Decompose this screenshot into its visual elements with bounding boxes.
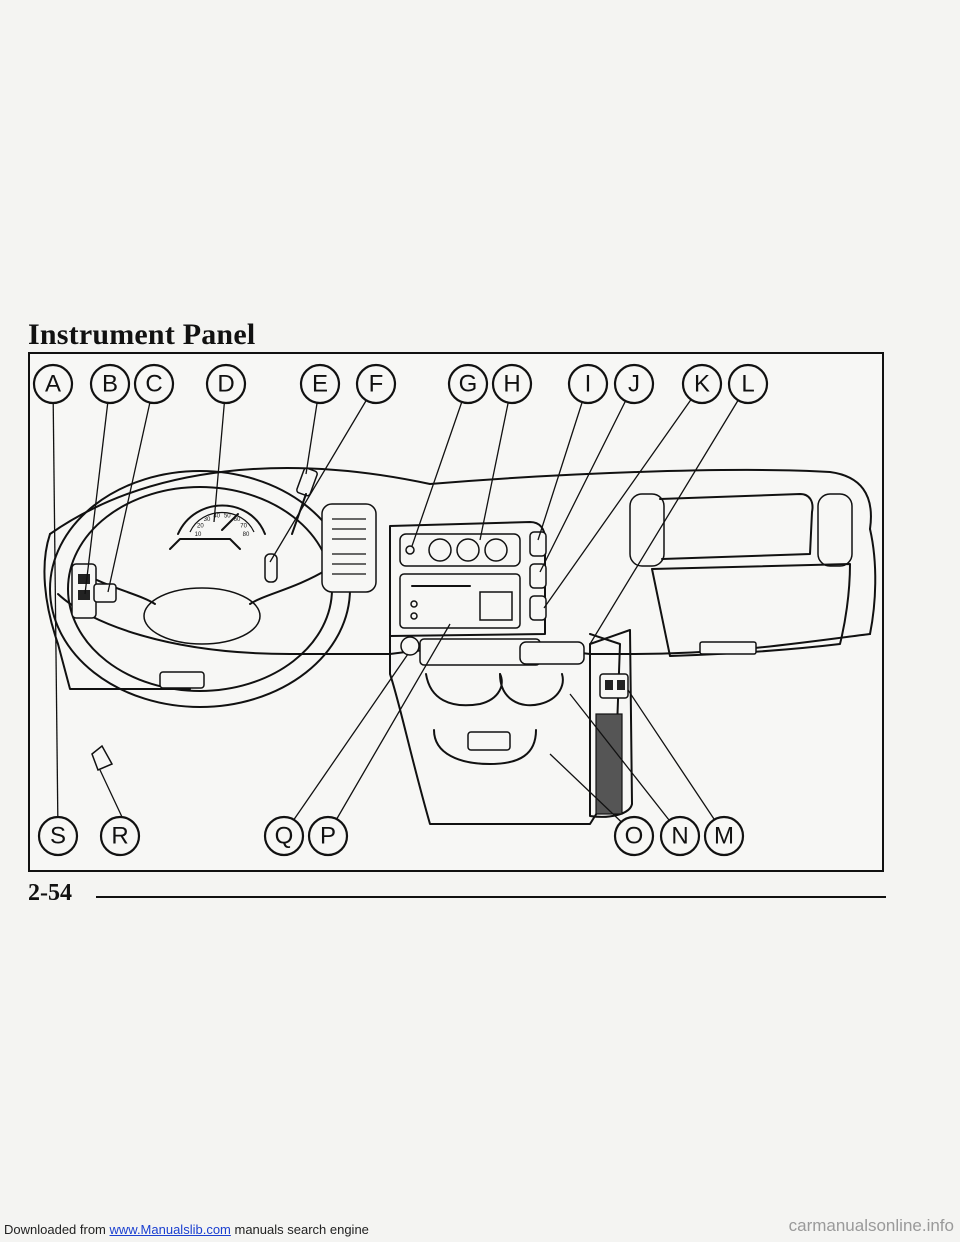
callout-p: P bbox=[320, 823, 336, 850]
dashboard-right-end bbox=[869, 528, 877, 635]
page-number: 2-54 bbox=[28, 880, 72, 906]
leader-lines bbox=[52, 383, 749, 835]
lighter-outlet bbox=[400, 636, 420, 656]
steering-wheel bbox=[49, 470, 351, 708]
callout-f: F bbox=[369, 371, 384, 398]
callout-l: L bbox=[741, 371, 754, 398]
callout-i: I bbox=[585, 371, 592, 398]
callout-k: K bbox=[694, 371, 710, 398]
callout-n: N bbox=[671, 823, 688, 850]
multifunction-lever bbox=[291, 467, 318, 535]
callout-g: G bbox=[459, 371, 478, 398]
callout-b: B bbox=[102, 371, 118, 398]
instrument-panel-figure: A B C D E F G H I J K L S R Q P O N M 10… bbox=[28, 352, 884, 872]
page-rule bbox=[96, 896, 886, 898]
speedometer-mark: 30 bbox=[204, 517, 211, 523]
right-console-pod bbox=[589, 629, 633, 818]
ignition-switch bbox=[264, 553, 278, 583]
callout-h: H bbox=[503, 371, 520, 398]
callout-s: S bbox=[50, 823, 66, 850]
speedometer-mark: 40 bbox=[213, 513, 220, 519]
center-stack bbox=[389, 521, 546, 637]
callout-m: M bbox=[714, 823, 734, 850]
footer-prefix: Downloaded from bbox=[4, 1222, 110, 1237]
page-title: Instrument Panel bbox=[28, 318, 256, 351]
download-footer: Downloaded from www.Manualslib.com manua… bbox=[4, 1222, 369, 1237]
callout-e: E bbox=[312, 371, 328, 398]
speedometer-mark: 10 bbox=[195, 532, 202, 538]
parking-brake-release bbox=[159, 671, 205, 689]
left-switch-pod bbox=[71, 563, 117, 619]
speedometer bbox=[177, 504, 266, 535]
callout-labels-bottom: S R Q P O N M bbox=[37, 815, 745, 857]
right-vents bbox=[629, 493, 853, 567]
dashboard-left-end bbox=[43, 533, 191, 690]
speedometer-mark: 60 bbox=[234, 517, 241, 523]
speedometer-mark: 70 bbox=[240, 524, 247, 530]
center-left-vent bbox=[321, 503, 377, 593]
watermark: carmanualsonline.info bbox=[788, 1216, 954, 1235]
callout-j: J bbox=[628, 371, 640, 398]
speedometer-mark: 50 bbox=[224, 513, 231, 519]
speedometer-mark: 80 bbox=[243, 532, 250, 538]
callout-o: O bbox=[625, 823, 644, 850]
speedometer-mark: 20 bbox=[197, 524, 204, 530]
instrument-panel-illustration: A B C D E F G H I J K L S R Q P O N M 10… bbox=[32, 363, 877, 857]
manualslib-link[interactable]: www.Manualslib.com bbox=[109, 1222, 231, 1237]
dashboard-top-edge bbox=[49, 467, 872, 535]
callout-c: C bbox=[145, 371, 162, 398]
hood-release bbox=[91, 744, 114, 771]
callout-d: D bbox=[217, 371, 234, 398]
center-switch-column bbox=[529, 531, 547, 621]
callout-q: Q bbox=[275, 823, 294, 850]
floor-console bbox=[389, 633, 621, 825]
callout-a: A bbox=[45, 371, 61, 398]
callout-labels-top: A B C D E F G H I J K L bbox=[32, 363, 769, 405]
footer-suffix: manuals search engine bbox=[230, 1222, 369, 1237]
glove-box-latch bbox=[699, 641, 757, 655]
callout-r: R bbox=[111, 823, 128, 850]
